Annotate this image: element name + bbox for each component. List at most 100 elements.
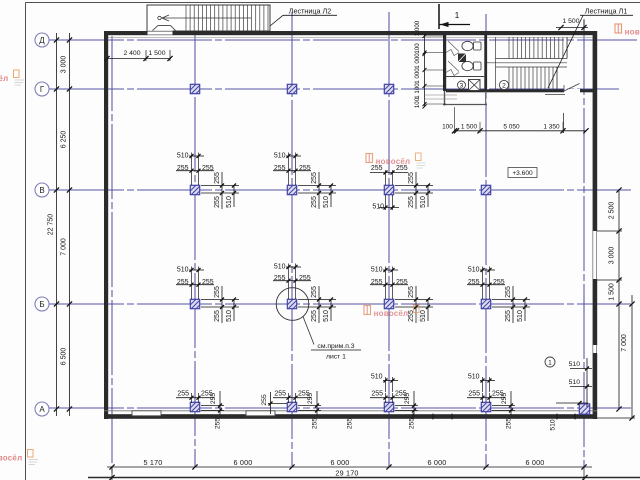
svg-text:510: 510 xyxy=(177,153,189,160)
svg-text:новосёл: новосёл xyxy=(625,27,640,36)
svg-text:1 000: 1 000 xyxy=(414,20,421,36)
svg-text:255: 255 xyxy=(408,310,415,322)
svg-text:29 170: 29 170 xyxy=(335,469,358,478)
svg-text:255: 255 xyxy=(492,391,504,398)
svg-text:+3.600: +3.600 xyxy=(512,170,533,177)
svg-text:1: 1 xyxy=(455,10,460,20)
svg-text:255: 255 xyxy=(214,286,221,298)
svg-text:5 170: 5 170 xyxy=(144,458,163,467)
svg-text:100: 100 xyxy=(414,97,421,108)
svg-text:510: 510 xyxy=(371,374,383,381)
svg-text:100: 100 xyxy=(414,43,421,54)
svg-text:255: 255 xyxy=(371,391,383,398)
svg-text:новосёл: новосёл xyxy=(0,74,8,83)
svg-text:255: 255 xyxy=(214,310,221,322)
svg-text:1 000: 1 000 xyxy=(414,53,421,69)
svg-text:510: 510 xyxy=(517,310,524,322)
svg-text:255: 255 xyxy=(298,391,310,398)
svg-text:255: 255 xyxy=(311,196,318,208)
svg-text:510: 510 xyxy=(274,264,286,271)
svg-text:510: 510 xyxy=(468,374,480,381)
svg-text:255: 255 xyxy=(493,279,505,286)
svg-text:см.прим.п.3: см.прим.п.3 xyxy=(317,343,354,350)
svg-text:255: 255 xyxy=(299,165,311,172)
svg-text:100: 100 xyxy=(442,124,453,131)
svg-text:510: 510 xyxy=(177,267,189,274)
svg-text:7 000: 7 000 xyxy=(621,334,628,352)
svg-text:255: 255 xyxy=(299,275,311,282)
svg-text:3 000: 3 000 xyxy=(609,247,616,265)
svg-text:510: 510 xyxy=(569,379,581,386)
svg-text:6 000: 6 000 xyxy=(428,458,447,467)
svg-text:255: 255 xyxy=(468,391,480,398)
svg-text:1: 1 xyxy=(548,359,552,366)
svg-text:255: 255 xyxy=(214,196,221,208)
svg-text:Б: Б xyxy=(39,300,44,309)
svg-text:255: 255 xyxy=(274,391,286,398)
svg-text:лист 1: лист 1 xyxy=(326,354,346,361)
svg-text:255: 255 xyxy=(202,165,214,172)
svg-text:255: 255 xyxy=(312,418,319,430)
svg-text:255: 255 xyxy=(505,286,512,298)
svg-text:2 500: 2 500 xyxy=(609,202,616,220)
svg-text:510: 510 xyxy=(323,196,330,208)
svg-text:255: 255 xyxy=(409,418,416,430)
svg-text:255: 255 xyxy=(408,286,415,298)
svg-text:1 500: 1 500 xyxy=(609,283,616,301)
svg-text:255: 255 xyxy=(396,165,408,172)
svg-text:Г: Г xyxy=(40,85,45,94)
svg-text:255: 255 xyxy=(371,279,383,286)
svg-text:255: 255 xyxy=(274,275,286,282)
svg-text:255: 255 xyxy=(311,310,318,322)
svg-text:255: 255 xyxy=(177,279,189,286)
svg-text:255: 255 xyxy=(201,391,213,398)
svg-text:255: 255 xyxy=(210,393,217,405)
svg-text:510: 510 xyxy=(323,310,330,322)
svg-text:255: 255 xyxy=(215,418,222,430)
svg-text:Д: Д xyxy=(39,36,45,45)
svg-text:510: 510 xyxy=(274,153,286,160)
svg-text:255: 255 xyxy=(347,418,354,430)
svg-text:510: 510 xyxy=(569,361,581,368)
svg-text:1 500: 1 500 xyxy=(148,50,165,57)
svg-text:6 000: 6 000 xyxy=(234,458,253,467)
svg-text:255: 255 xyxy=(311,172,318,184)
svg-text:255: 255 xyxy=(177,391,189,398)
svg-text:новосёл: новосёл xyxy=(376,157,411,166)
svg-text:255: 255 xyxy=(506,418,513,430)
svg-text:510: 510 xyxy=(420,310,427,322)
svg-text:255: 255 xyxy=(404,393,411,405)
svg-text:1 000: 1 000 xyxy=(414,68,421,84)
svg-text:255: 255 xyxy=(202,279,214,286)
svg-text:255: 255 xyxy=(468,279,480,286)
svg-text:5 050: 5 050 xyxy=(503,124,520,131)
svg-text:В: В xyxy=(39,186,44,195)
svg-text:новосёл: новосёл xyxy=(374,309,409,318)
svg-text:510: 510 xyxy=(226,310,233,322)
svg-text:255: 255 xyxy=(177,165,189,172)
svg-text:2: 2 xyxy=(502,82,506,89)
svg-text:255: 255 xyxy=(408,172,415,184)
svg-text:255: 255 xyxy=(371,165,383,172)
svg-text:Лестница Л2: Лестница Л2 xyxy=(289,7,331,16)
svg-text:255: 255 xyxy=(274,165,286,172)
svg-text:3: 3 xyxy=(460,82,464,89)
svg-text:255: 255 xyxy=(395,391,407,398)
svg-text:255: 255 xyxy=(261,394,268,406)
svg-text:510: 510 xyxy=(468,267,480,274)
svg-text:255: 255 xyxy=(307,393,314,405)
svg-text:510: 510 xyxy=(550,419,557,431)
svg-text:1 100: 1 100 xyxy=(414,83,421,99)
svg-text:255: 255 xyxy=(501,393,508,405)
svg-text:510: 510 xyxy=(371,267,383,274)
svg-text:Лестница Л1: Лестница Л1 xyxy=(585,7,627,16)
svg-text:6 500: 6 500 xyxy=(61,348,68,366)
svg-text:новосёл: новосёл xyxy=(0,453,22,462)
svg-text:255: 255 xyxy=(311,286,318,298)
svg-text:510: 510 xyxy=(226,196,233,208)
svg-text:7 000: 7 000 xyxy=(61,238,68,256)
svg-text:А: А xyxy=(39,405,45,414)
svg-text:3 000: 3 000 xyxy=(61,56,68,74)
svg-text:510: 510 xyxy=(372,204,384,211)
svg-text:255: 255 xyxy=(396,279,408,286)
